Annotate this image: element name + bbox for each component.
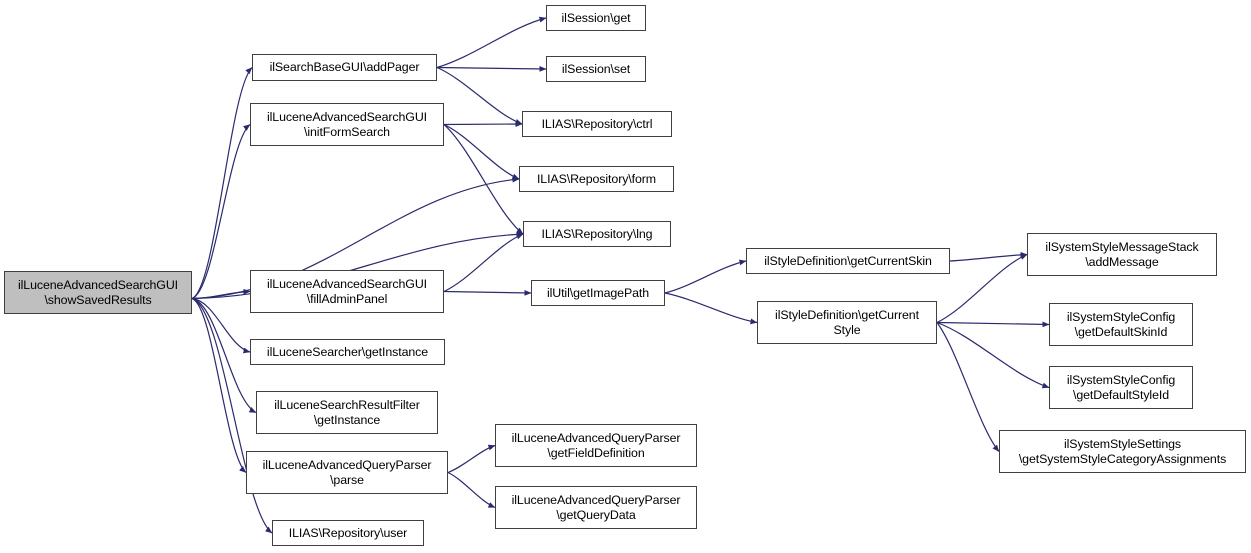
graph-edge-fillAdminPanel-to-getImagePath: [443, 289, 532, 296]
graph-node-defaultSkinId[interactable]: ilSystemStyleConfig \getDefaultSkinId: [1049, 303, 1193, 346]
graph-node-initFormSearch[interactable]: ilLuceneAdvancedSearchGUI \initFormSearc…: [250, 103, 444, 146]
graph-edge-root-to-resultFilter: [191, 297, 257, 414]
graph-node-getFieldDef[interactable]: ilLuceneAdvancedQueryParser \getFieldDef…: [495, 424, 697, 467]
graph-node-repoLng[interactable]: ILIAS\Repository\lng: [523, 221, 671, 247]
graph-edge-getImagePath-to-getCurrentSkin: [664, 259, 747, 294]
graph-edge-queryParse-to-getFieldDef: [447, 444, 496, 474]
graph-node-label: ilSession\get: [561, 10, 631, 25]
graph-node-addPager[interactable]: ilSearchBaseGUI\addPager: [252, 54, 437, 81]
graph-node-root[interactable]: ilLuceneAdvancedSearchGUI \showSavedResu…: [4, 271, 192, 314]
graph-node-getCurrentStyle[interactable]: ilStyleDefinition\getCurrent Style: [757, 301, 937, 344]
graph-edge-addPager-to-repoCtrl: [436, 66, 523, 125]
graph-node-repoUser[interactable]: ILIAS\Repository\user: [272, 520, 424, 546]
graph-node-label: ilLuceneSearcher\getInstance: [266, 344, 429, 359]
graph-node-getQueryData[interactable]: ilLuceneAdvancedQueryParser \getQueryDat…: [495, 486, 697, 529]
graph-node-label: ILIAS\Repository\user: [288, 525, 408, 540]
graph-node-label: ILIAS\Repository\ctrl: [541, 116, 653, 131]
graph-node-label: ilSystemStyleConfig \getDefaultSkinId: [1066, 309, 1176, 339]
graph-node-label: ilSystemStyleSettings \getSystemStyleCat…: [1018, 436, 1227, 466]
graph-node-label: ilSystemStyleMessageStack \addMessage: [1045, 239, 1199, 269]
graph-node-queryParse[interactable]: ilLuceneAdvancedQueryParser \parse: [246, 451, 448, 494]
graph-node-styleSettings[interactable]: ilSystemStyleSettings \getSystemStyleCat…: [999, 430, 1246, 473]
graph-edge-getCurrentStyle-to-defaultSkinId: [936, 321, 1050, 328]
graph-node-label: ilSystemStyleConfig \getDefaultStyleId: [1066, 372, 1176, 402]
graph-node-sessionSet[interactable]: ilSession\set: [546, 56, 646, 82]
graph-node-label: ilLuceneSearchResultFilter \getInstance: [274, 397, 420, 427]
graph-node-msgStack[interactable]: ilSystemStyleMessageStack \addMessage: [1027, 233, 1217, 276]
graph-node-searcher[interactable]: ilLuceneSearcher\getInstance: [250, 339, 445, 365]
graph-edge-queryParse-to-getQueryData: [447, 471, 496, 509]
graph-edge-getCurrentStyle-to-defaultStyleId: [936, 321, 1050, 389]
graph-edge-root-to-fillAdminPanel: [191, 288, 251, 300]
graph-edge-initFormSearch-to-repoForm: [443, 123, 520, 180]
graph-node-repoCtrl[interactable]: ILIAS\Repository\ctrl: [522, 111, 672, 137]
graph-node-label: ilUtil\getImagePath: [546, 285, 650, 300]
graph-edge-getCurrentSkin-to-msgStack: [949, 251, 1028, 262]
graph-edge-fillAdminPanel-to-repoLng: [443, 233, 524, 293]
graph-edge-initFormSearch-to-repoCtrl: [443, 121, 523, 127]
graph-node-label: ilLuceneAdvancedSearchGUI \fillAdminPane…: [266, 276, 428, 306]
graph-node-defaultStyleId[interactable]: ilSystemStyleConfig \getDefaultStyleId: [1049, 366, 1193, 409]
graph-node-getImagePath[interactable]: ilUtil\getImagePath: [531, 280, 665, 306]
graph-edge-addPager-to-sessionGet: [436, 16, 547, 69]
graph-edge-getCurrentStyle-to-msgStack: [936, 253, 1028, 324]
graph-edge-root-to-initFormSearch: [191, 124, 251, 300]
graph-node-label: ilLuceneAdvancedSearchGUI \showSavedResu…: [17, 277, 179, 307]
graph-edge-getImagePath-to-getCurrentStyle: [664, 292, 758, 325]
graph-node-label: ILIAS\Repository\form: [536, 171, 657, 186]
graph-node-label: ilLuceneAdvancedSearchGUI \initFormSearc…: [266, 109, 428, 139]
graph-node-label: ilStyleDefinition\getCurrent Style: [775, 307, 919, 337]
graph-edge-root-to-queryParse: [191, 297, 247, 473]
graph-node-fillAdminPanel[interactable]: ilLuceneAdvancedSearchGUI \fillAdminPane…: [250, 270, 444, 313]
graph-node-resultFilter[interactable]: ilLuceneSearchResultFilter \getInstance: [256, 391, 438, 434]
graph-node-getCurrentSkin[interactable]: ilStyleDefinition\getCurrentSkin: [746, 248, 950, 274]
graph-edge-root-to-searcher: [191, 297, 251, 354]
graph-edge-getCurrentStyle-to-styleSettings: [936, 322, 1000, 452]
graph-node-repoForm[interactable]: ILIAS\Repository\form: [519, 166, 674, 192]
graph-node-label: ilLuceneAdvancedQueryParser \parse: [262, 457, 432, 487]
graph-node-label: ilSession\set: [561, 61, 631, 76]
graph-node-sessionGet[interactable]: ilSession\get: [546, 5, 646, 31]
graph-edge-root-to-addPager: [191, 67, 253, 300]
graph-node-label: ILIAS\Repository\lng: [541, 226, 653, 241]
graph-node-label: ilSearchBaseGUI\addPager: [269, 60, 420, 74]
graph-edge-addPager-to-sessionSet: [436, 65, 547, 72]
graph-node-label: ilStyleDefinition\getCurrentSkin: [764, 253, 932, 268]
graph-edge-initFormSearch-to-repoLng: [443, 124, 524, 235]
graph-node-label: ilLuceneAdvancedQueryParser \getFieldDef…: [511, 430, 681, 460]
graph-node-label: ilLuceneAdvancedQueryParser \getQueryDat…: [511, 492, 681, 522]
